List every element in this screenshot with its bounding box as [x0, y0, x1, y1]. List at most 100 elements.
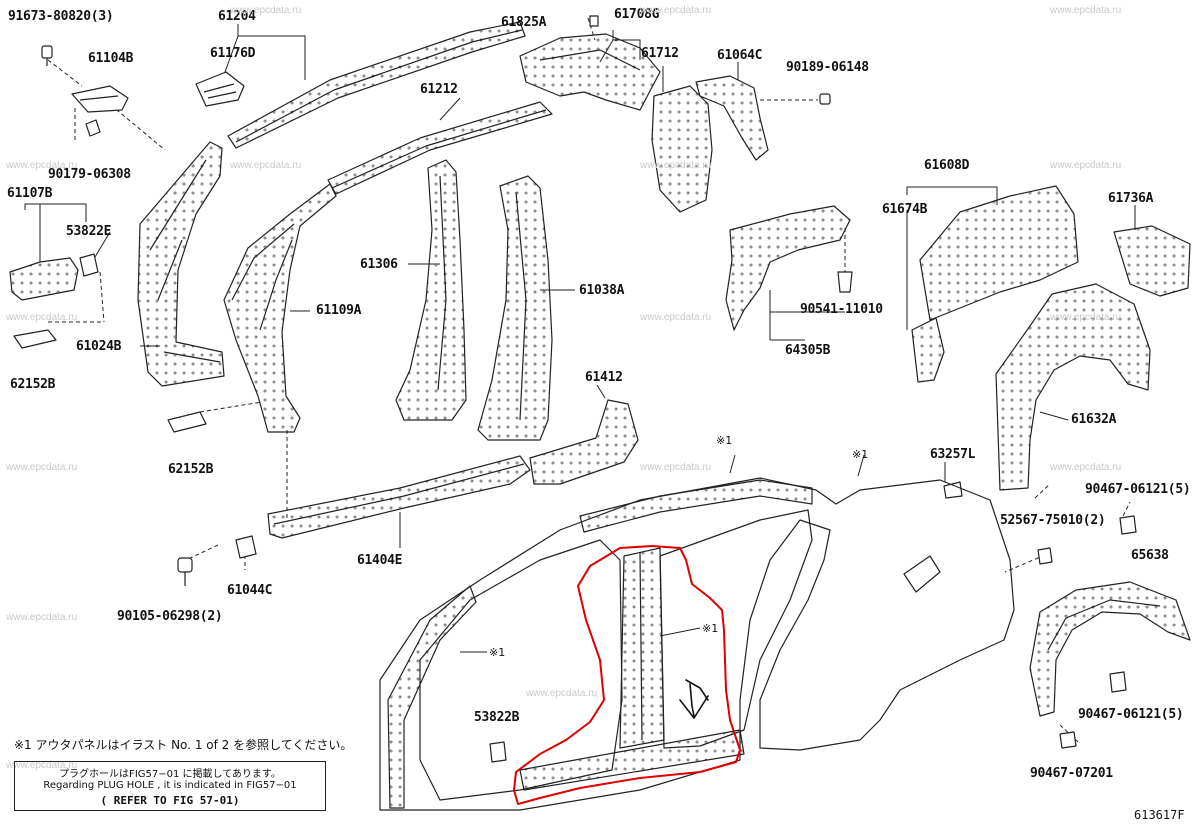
label-90467-06121-upper: 90467-06121(5) [1085, 482, 1191, 497]
reference-mark-quarter: ※1 [852, 448, 869, 461]
fuel-door [903, 555, 941, 593]
watermark: www.epcdata.ru [640, 312, 712, 323]
watermark: www.epcdata.ru [6, 612, 78, 623]
part-61024B [137, 141, 225, 387]
plug-hole-reference: ( REFER TO FIG 57-01) [100, 794, 240, 807]
label-91673-80820: 91673-80820(3) [8, 9, 114, 24]
label-61306: 61306 [360, 257, 398, 272]
outer-panel-note: ※1 アウタパネルはイラスト No. 1 of 2 を参照してください。 [14, 738, 353, 752]
watermark: www.epcdata.ru [6, 160, 78, 171]
highlight-annotation [513, 545, 741, 805]
clip-61825A [589, 15, 599, 27]
reference-mark-roof: ※1 [716, 434, 733, 447]
watermark: www.epcdata.ru [1050, 5, 1122, 16]
plug-hole-note-en: Regarding PLUG HOLE , it is indicated in… [43, 780, 297, 791]
watermark: www.epcdata.ru [230, 5, 302, 16]
label-61736A: 61736A [1108, 191, 1154, 206]
label-61708G: 61708G [614, 7, 660, 22]
label-61608D: 61608D [924, 158, 970, 173]
label-90179-06308: 90179-06308 [48, 167, 131, 182]
label-61204: 61204 [218, 9, 256, 24]
pad-62152B-b [167, 411, 207, 433]
label-61104B: 61104B [88, 51, 134, 66]
label-62152B-left: 62152B [10, 377, 56, 392]
label-53822E: 53822E [66, 224, 112, 239]
figure-number: 613617F [1134, 808, 1185, 822]
part-61632A [995, 283, 1151, 491]
part-53822E [79, 253, 99, 277]
label-52567-75010: 52567-75010(2) [1000, 513, 1106, 528]
watermark: www.epcdata.ru [640, 160, 712, 171]
part-61736A [1113, 225, 1191, 297]
part-61107B [9, 257, 79, 301]
label-65638: 65638 [1131, 548, 1169, 563]
label-61044C: 61044C [227, 583, 273, 598]
label-53822B: 53822B [474, 710, 520, 725]
pad-62152B-a [13, 329, 57, 349]
label-64305B: 64305B [785, 343, 831, 358]
label-61632A: 61632A [1071, 412, 1117, 427]
bolt-90105-06298 [177, 557, 193, 586]
rear-door-opening [659, 509, 813, 749]
label-61107B: 61107B [7, 186, 53, 201]
label-90105-06298: 90105-06298(2) [117, 609, 223, 624]
clip-90467-06121-a [1119, 515, 1137, 535]
watermark: www.epcdata.ru [1050, 160, 1122, 171]
label-61674B: 61674B [882, 202, 928, 217]
bolt-91673-80820 [41, 45, 53, 66]
part-61044C [235, 535, 257, 559]
label-90467-06121-lower: 90467-06121(5) [1078, 707, 1184, 722]
watermark: www.epcdata.ru [1050, 312, 1122, 323]
pen-arrow [679, 679, 709, 720]
label-61064C: 61064C [717, 48, 763, 63]
watermark: www.epcdata.ru [640, 462, 712, 473]
part-61712 [651, 85, 713, 213]
label-62152B-center: 62152B [168, 462, 214, 477]
parts [9, 15, 1191, 811]
clip-90541-11010 [837, 271, 853, 293]
part-61306 [395, 159, 467, 421]
label-90541-11010: 90541-11010 [800, 302, 883, 317]
part-61674B [911, 317, 945, 383]
part-61608D [919, 185, 1079, 321]
leader-lines [47, 17, 1131, 760]
label-61024B: 61024B [76, 339, 122, 354]
clip-52567-75010 [1037, 547, 1053, 565]
label-61712: 61712 [641, 46, 679, 61]
part-61109A [223, 183, 337, 433]
watermark: www.epcdata.ru [640, 5, 712, 16]
part-61708G [519, 33, 661, 111]
reference-mark-center-pillar: ※1 [702, 622, 719, 635]
plug-hole-note-jp: プラグホールはFIG57−01 に掲載してあります。 [59, 769, 281, 780]
bolt-90189-06148 [819, 93, 831, 105]
label-61825A: 61825A [501, 15, 547, 30]
label-61038A: 61038A [579, 283, 625, 298]
label-61404E: 61404E [357, 553, 403, 568]
part-65638 [1029, 581, 1191, 717]
label-61412: 61412 [585, 370, 623, 385]
label-90467-07201: 90467-07201 [1030, 766, 1113, 781]
part-61038A [477, 175, 553, 441]
red-outline [513, 545, 741, 805]
clip-90467-07201 [1059, 731, 1077, 749]
part-63257L [943, 481, 963, 499]
watermark: www.epcdata.ru [6, 462, 78, 473]
label-61109A: 61109A [316, 303, 362, 318]
clip-90179-06308 [85, 119, 101, 137]
plug-hole-note-box: プラグホールはFIG57−01 に掲載してあります。 Regarding PLU… [14, 761, 326, 811]
label-61176D: 61176D [210, 46, 256, 61]
part-61412 [529, 399, 639, 485]
clip-90467-06121-b [1109, 671, 1127, 693]
part-61104B [71, 85, 129, 113]
part-53822B [489, 741, 507, 763]
label-61212: 61212 [420, 82, 458, 97]
watermark: www.epcdata.ru [526, 688, 598, 699]
part-61204 [227, 21, 526, 149]
watermark: www.epcdata.ru [230, 160, 302, 171]
reference-mark-front-pillar: ※1 [489, 646, 506, 659]
watermark: www.epcdata.ru [1050, 462, 1122, 473]
part-61176D [195, 71, 245, 107]
part-61064C [695, 75, 769, 161]
watermark: www.epcdata.ru [6, 760, 78, 771]
